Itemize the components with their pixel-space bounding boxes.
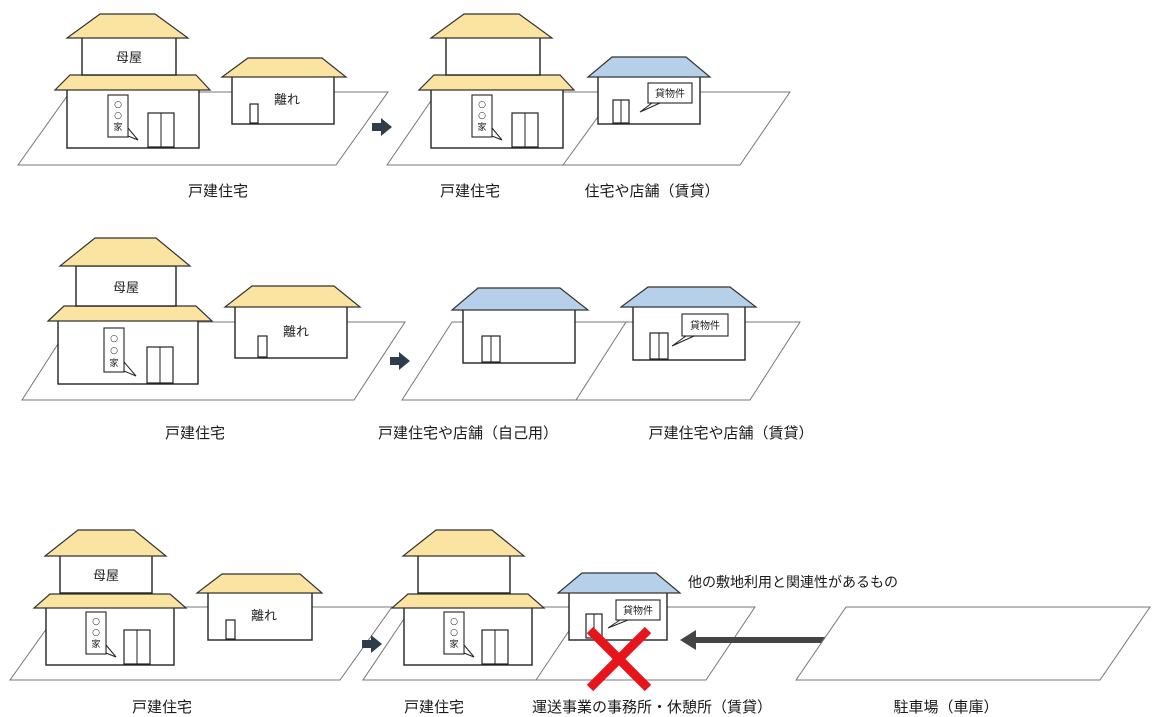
right-arrow-icon: [390, 352, 410, 370]
rental-sign: [615, 599, 661, 621]
svg-text:家: 家: [91, 638, 100, 650]
caption: 戸建住宅や店舗（賃貸）: [648, 424, 813, 442]
nameplate-sign: ○ ○ 家: [85, 611, 117, 658]
svg-text:○: ○: [450, 617, 458, 627]
caption: 運送事業の事務所・休憩所（賃貸）: [532, 698, 772, 716]
svg-text:○: ○: [114, 100, 122, 110]
main-house-label: 母屋: [93, 569, 119, 584]
caption: 戸建住宅や店舗（自己用）: [378, 424, 558, 442]
svg-text:家: 家: [449, 638, 458, 650]
svg-text:○: ○: [478, 111, 486, 121]
house-lower-wall: [66, 87, 200, 149]
caption: 住宅や店舗（賃貸）: [584, 182, 719, 200]
cross-mark-icon: [586, 626, 652, 692]
rental-building: 貸物件: [619, 286, 758, 361]
main-house: 母屋 ○ ○ 家: [46, 237, 214, 385]
svg-text:貸物件: 貸物件: [690, 319, 720, 332]
svg-text:○: ○: [478, 100, 486, 110]
main-house: 母屋 ○ ○ 家: [53, 13, 212, 149]
main-house: ○ ○ 家: [390, 529, 546, 666]
rental-building: 貸物件: [556, 572, 682, 641]
svg-text:○: ○: [92, 628, 100, 638]
rental-building: 貸物件: [586, 56, 712, 125]
house-lower-roof: [53, 74, 212, 91]
svg-text:家: 家: [109, 357, 118, 369]
row-2: 母屋 ○ ○ 家 離れ 戸建住宅: [21, 237, 814, 442]
svg-text:貸物件: 貸物件: [655, 87, 685, 100]
house-upper-roof: [65, 13, 190, 39]
caption: 戸建住宅: [188, 182, 248, 200]
annex-building: 離れ: [223, 285, 362, 359]
svg-text:家: 家: [113, 121, 122, 133]
rental-roof: [586, 56, 712, 78]
right-arrow-icon: [372, 118, 392, 136]
annex-building: 離れ: [195, 573, 324, 641]
annex-label: 離れ: [251, 609, 277, 624]
svg-text:○: ○: [92, 617, 100, 627]
main-house: 母屋 ○ ○ 家: [32, 529, 188, 666]
annex-label: 離れ: [283, 325, 309, 340]
svg-text:○: ○: [114, 111, 122, 121]
svg-text:家: 家: [477, 121, 486, 133]
row-1: 母屋 ○ ○ 家 離れ 戸建住宅: [17, 13, 791, 200]
rental-sign: [681, 313, 729, 337]
svg-text:○: ○: [110, 346, 118, 356]
caption: 戸建住宅: [404, 698, 464, 716]
main-house-label: 母屋: [116, 51, 142, 66]
main-house-label: 母屋: [113, 281, 139, 296]
annex-building: 離れ: [220, 57, 348, 125]
svg-text:○: ○: [110, 334, 118, 344]
svg-text:貸物件: 貸物件: [623, 604, 653, 617]
svg-text:○: ○: [450, 628, 458, 638]
parking-lot-plot: [795, 606, 1151, 681]
caption: 戸建住宅: [165, 424, 225, 442]
nameplate-sign: ○ ○ 家: [103, 327, 137, 377]
house-upper-wall: [81, 36, 177, 76]
relation-annotation: 他の敷地利用と関連性があるもの: [688, 575, 898, 591]
right-arrow-icon: [362, 635, 382, 653]
caption: 戸建住宅: [440, 182, 500, 200]
nameplate-sign: ○ ○ 家: [471, 94, 503, 141]
owner-use-building: [450, 287, 590, 364]
annex-roof: [220, 57, 348, 78]
caption: 駐車場（車庫）: [893, 698, 998, 716]
nameplate-sign: ○ ○ 家: [107, 94, 139, 141]
annex-label: 離れ: [274, 93, 300, 108]
main-house: ○ ○ 家: [417, 13, 576, 149]
rental-sign: [647, 82, 693, 104]
nameplate-sign: ○ ○ 家: [443, 611, 475, 658]
row-3: 母屋 ○ ○ 家 離れ 戸建住宅: [9, 529, 1151, 716]
caption: 戸建住宅: [132, 698, 192, 716]
